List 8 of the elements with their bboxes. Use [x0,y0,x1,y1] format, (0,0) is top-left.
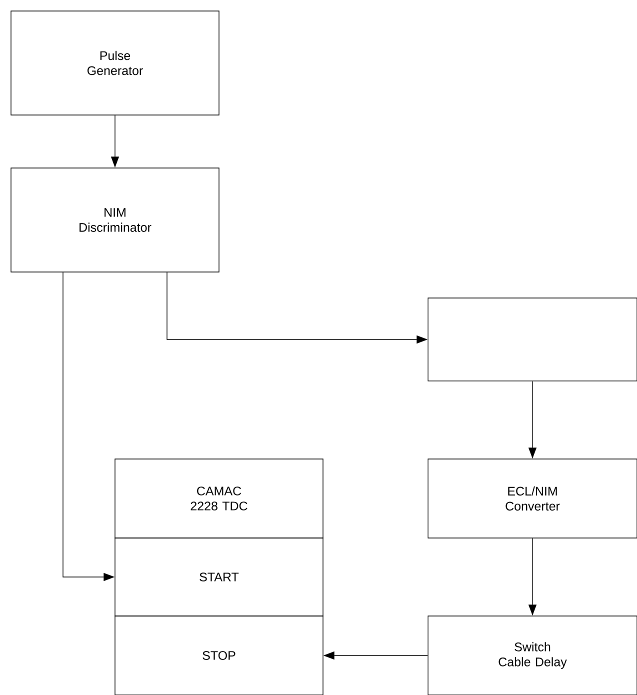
block-box: Switch Cable Delay [428,616,637,695]
block-box: CAMAC 2228 TDC [114,458,324,538]
block-box: NIM Discriminator [10,168,220,272]
block-box [428,298,637,382]
block-box: ECL/NIM Converter [428,458,637,538]
block-box: STOP [114,616,324,695]
block-box: Pulse Generator [10,10,220,116]
block-box: START [114,538,324,616]
